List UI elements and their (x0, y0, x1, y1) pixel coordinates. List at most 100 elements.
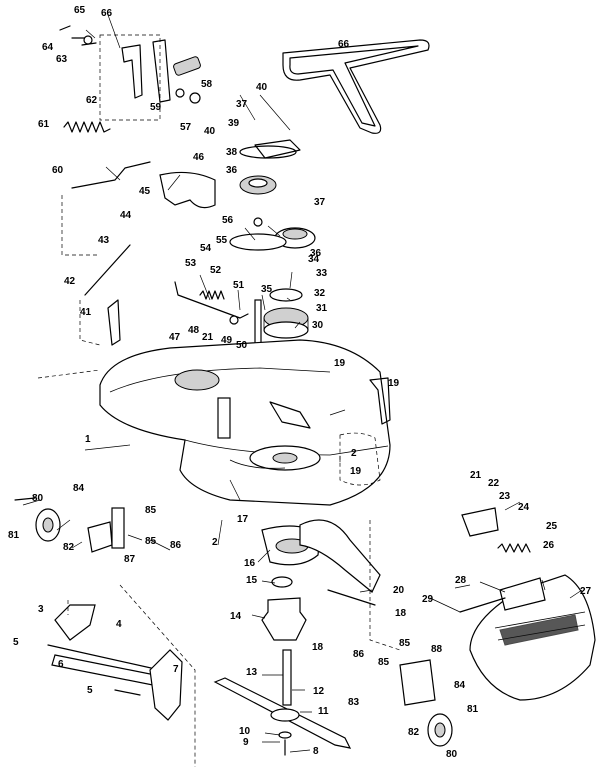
part-callout-1: 1 (85, 434, 91, 445)
part-callout-19: 19 (334, 358, 346, 369)
part-callout-81: 81 (8, 530, 20, 541)
part-callout-23: 23 (499, 491, 511, 502)
part-callout-85: 85 (145, 536, 157, 547)
part-callout-5: 5 (13, 637, 19, 648)
part-callout-83: 83 (348, 697, 360, 708)
part-callout-86: 86 (170, 540, 182, 551)
part-callout-49: 49 (221, 335, 233, 346)
leader-lines (22, 14, 583, 753)
part-callout-58: 58 (201, 79, 213, 90)
mower-deck-housing (37, 339, 391, 506)
part-callout-36: 36 (226, 165, 238, 176)
part-callout-42: 42 (64, 276, 76, 287)
part-callout-46: 46 (193, 152, 205, 163)
part-callout-21: 21 (470, 470, 482, 481)
part-callout-60: 60 (52, 165, 64, 176)
rod-60 (61, 161, 151, 256)
part-callout-38: 38 (226, 147, 238, 158)
linkage-rods (79, 244, 131, 346)
part-callout-30: 30 (312, 320, 324, 331)
part-callout-45: 45 (139, 186, 151, 197)
part-callout-39: 39 (228, 118, 240, 129)
part-callout-18: 18 (395, 608, 407, 619)
part-callout-57: 57 (180, 122, 192, 133)
idler-arm-53 (174, 281, 249, 325)
part-callout-85: 85 (399, 638, 411, 649)
part-callout-52: 52 (210, 265, 222, 276)
part-callout-47: 47 (169, 332, 181, 343)
part-callout-13: 13 (246, 667, 258, 678)
part-callout-29: 29 (422, 594, 434, 605)
part-callout-36: 36 (310, 248, 322, 259)
part-callout-8: 8 (313, 746, 319, 757)
part-callout-88: 88 (431, 644, 443, 655)
spring-61 (63, 121, 111, 133)
part-callout-62: 62 (86, 95, 98, 106)
part-callout-82: 82 (408, 727, 420, 738)
discharge-chute (459, 574, 596, 701)
part-callout-10: 10 (239, 726, 251, 737)
part-callout-37: 37 (314, 197, 326, 208)
part-callout-27: 27 (580, 586, 592, 597)
part-callout-48: 48 (188, 325, 200, 336)
part-callout-80: 80 (32, 493, 44, 504)
part-callout-3: 3 (38, 604, 44, 615)
part-callout-17: 17 (237, 514, 249, 525)
part-callout-18: 18 (312, 642, 324, 653)
part-callout-85: 85 (378, 657, 390, 668)
part-callout-86: 86 (353, 649, 365, 660)
drive-belt (282, 39, 430, 134)
spindle-housing (261, 525, 321, 706)
part-callout-40: 40 (256, 82, 268, 93)
part-callout-34: 34 (308, 254, 320, 265)
part-callout-55: 55 (216, 235, 228, 246)
belt-guard-44 (159, 171, 216, 209)
part-callout-22: 22 (488, 478, 500, 489)
lift-linkage (47, 584, 196, 767)
part-callout-87: 87 (124, 554, 136, 565)
right-gauge-wheel (369, 520, 453, 747)
blade-bolt (278, 731, 292, 756)
part-callout-65: 65 (74, 5, 86, 16)
part-callout-35: 35 (261, 284, 273, 295)
chute-bracket (461, 507, 531, 553)
part-callout-51: 51 (233, 280, 245, 291)
part-callout-31: 31 (316, 303, 328, 314)
part-callout-5: 5 (87, 685, 93, 696)
part-callout-16: 16 (244, 558, 256, 569)
part-callout-80: 80 (446, 749, 458, 760)
part-callout-84: 84 (454, 680, 466, 691)
part-callout-64: 64 (42, 42, 54, 53)
pulley-stack (229, 139, 316, 381)
deflector-arm-20 (299, 519, 381, 606)
part-callout-43: 43 (98, 235, 110, 246)
idler-bracket-assembly (59, 25, 201, 121)
part-callout-2: 2 (212, 537, 218, 548)
part-callout-19: 19 (350, 466, 362, 477)
part-callout-2: 2 (351, 448, 357, 459)
part-callout-53: 53 (185, 258, 197, 269)
part-callout-28: 28 (455, 575, 467, 586)
part-callout-9: 9 (243, 737, 249, 748)
part-callout-7: 7 (173, 664, 179, 675)
part-callout-41: 41 (80, 307, 92, 318)
left-gauge-wheel (14, 497, 125, 553)
part-callout-44: 44 (120, 210, 132, 221)
part-callout-66: 66 (338, 39, 350, 50)
part-callout-14: 14 (230, 611, 242, 622)
part-callout-20: 20 (393, 585, 405, 596)
part-callout-4: 4 (116, 619, 122, 630)
part-callout-24: 24 (518, 502, 530, 513)
part-callout-81: 81 (467, 704, 479, 715)
part-callout-40: 40 (204, 126, 216, 137)
part-callout-56: 56 (222, 215, 234, 226)
mower-blade (213, 677, 352, 749)
part-callout-85: 85 (145, 505, 157, 516)
part-callout-54: 54 (200, 243, 212, 254)
part-callout-6: 6 (58, 659, 64, 670)
part-callout-82: 82 (63, 542, 75, 553)
part-callout-19: 19 (388, 378, 400, 389)
part-callout-84: 84 (73, 483, 85, 494)
